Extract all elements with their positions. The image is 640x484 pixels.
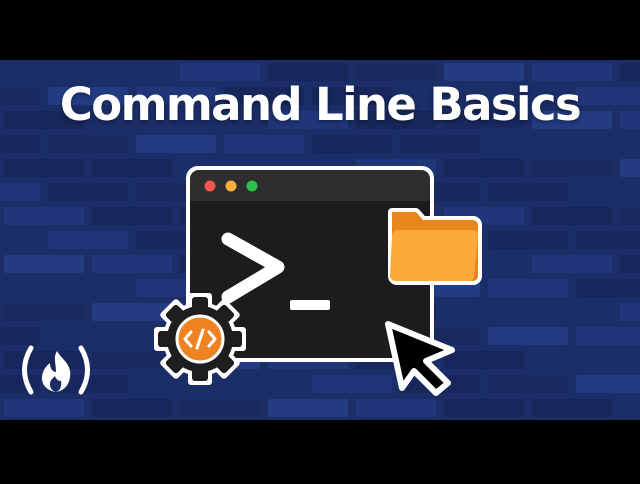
brick (224, 87, 304, 105)
brick (488, 279, 568, 297)
brick (180, 399, 260, 417)
minimize-dot-icon (225, 180, 237, 192)
brick (576, 231, 640, 249)
brick (356, 399, 436, 417)
folder-icon (388, 208, 482, 285)
brick (92, 303, 172, 321)
brick (620, 207, 640, 225)
brick (180, 63, 260, 81)
brick (312, 375, 392, 393)
maximize-dot-icon (246, 180, 258, 192)
brick (532, 63, 612, 81)
brick (4, 111, 84, 129)
brick (488, 183, 568, 201)
brick (576, 87, 640, 105)
brick (488, 327, 568, 345)
brick (4, 255, 84, 273)
brick (48, 183, 128, 201)
brick (4, 351, 84, 369)
brick (92, 207, 172, 225)
brick (312, 135, 392, 153)
brick (576, 375, 640, 393)
brick (268, 111, 348, 129)
brick (400, 135, 480, 153)
brick (532, 399, 612, 417)
gear-code-icon (154, 293, 246, 385)
brick (136, 135, 216, 153)
brick (532, 207, 612, 225)
mouse-cursor-icon (385, 321, 455, 396)
brick (224, 135, 304, 153)
brick (0, 327, 40, 345)
brick (444, 399, 524, 417)
terminal-titlebar (190, 170, 430, 201)
brick (488, 231, 568, 249)
brick (48, 135, 128, 153)
brick (4, 159, 84, 177)
brick (92, 351, 172, 369)
brick (0, 183, 40, 201)
brick (444, 351, 524, 369)
brick (620, 111, 640, 129)
brick (444, 111, 524, 129)
letterbox-bottom (0, 420, 640, 480)
brick (4, 207, 84, 225)
letterbox-top (0, 0, 640, 60)
brick (92, 159, 172, 177)
brick (532, 159, 612, 177)
brick (576, 327, 640, 345)
brick (444, 159, 524, 177)
brick (92, 255, 172, 273)
brick (488, 375, 568, 393)
brick (268, 63, 348, 81)
brick (48, 87, 128, 105)
brick (356, 111, 436, 129)
brick (444, 63, 524, 81)
brick (312, 87, 392, 105)
brick (4, 303, 84, 321)
brick (0, 135, 40, 153)
brick (0, 87, 40, 105)
terminal-prompt-icon (221, 232, 330, 310)
brick (356, 63, 436, 81)
brick (620, 303, 640, 321)
brick (0, 375, 40, 393)
brick (532, 111, 612, 129)
brick (532, 255, 612, 273)
brick (620, 159, 640, 177)
brick (92, 399, 172, 417)
page-title: Command Line Basics (59, 78, 582, 131)
brick (136, 87, 216, 105)
brick (620, 63, 640, 81)
brick (268, 399, 348, 417)
close-dot-icon (204, 180, 216, 192)
brick (4, 399, 84, 417)
freecodecamp-logo (22, 345, 90, 395)
brick (620, 255, 640, 273)
terminal-window (186, 166, 434, 362)
brick (48, 231, 128, 249)
brick (576, 279, 640, 297)
